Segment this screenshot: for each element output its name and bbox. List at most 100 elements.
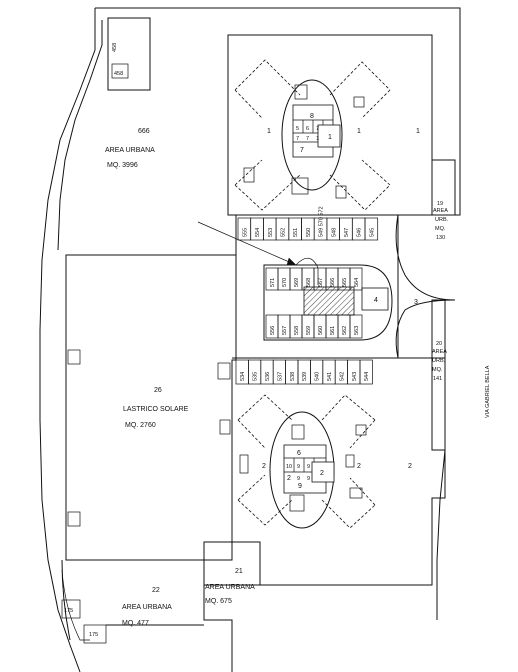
- parking-cell-label: 545: [369, 228, 375, 237]
- parking-cell: [349, 267, 363, 291]
- parking-cell-label: 568: [306, 278, 312, 287]
- area-20-l2: URB.: [432, 358, 446, 364]
- area-20-box: [431, 299, 446, 451]
- parking-cell-label: 534: [240, 372, 246, 381]
- parking-cell-label: 541: [327, 372, 333, 381]
- area-21-code: 21: [235, 568, 243, 575]
- parking-cell-label: 553: [268, 228, 274, 237]
- parking-cell-label: 571: [270, 278, 276, 287]
- area-20-l3: MQ.: [432, 367, 443, 373]
- south-unit-b: 9: [297, 464, 300, 470]
- parking-block: [235, 214, 399, 359]
- area-19-label: 19 AREA URB. MQ. 130: [433, 201, 449, 241]
- area-19-box: [431, 159, 456, 216]
- street-label: VIA GABRIEL BELLA: [485, 365, 491, 418]
- area-666-size: MQ. 3996: [107, 162, 138, 169]
- parking-row-mid-lower: 556 557 558 559 560 561 562 563: [265, 314, 363, 339]
- site-boundary: [39, 7, 461, 672]
- parking-cell-label: 552: [280, 228, 286, 237]
- parking-cell-label: 543: [352, 372, 358, 381]
- area-20-code: 20: [436, 341, 442, 347]
- south-wing-left: 2: [262, 463, 266, 470]
- south-unit-c: 9: [307, 464, 310, 470]
- stair-icon: [67, 349, 231, 527]
- area-19-l1: AREA: [433, 208, 448, 214]
- area-21-size: MQ. 675: [205, 598, 232, 605]
- parking-cell-label: 537: [277, 372, 283, 381]
- area-26-size: MQ. 2760: [125, 422, 156, 429]
- parking-cell-label: 556: [270, 326, 276, 335]
- north-building-labels: 1 1 8 5 6 7 7 7 1 1 7: [267, 113, 361, 154]
- parking-cell-label: 567: [318, 278, 324, 287]
- parking-cell-label: 550: [306, 228, 312, 237]
- area-22-box: [61, 559, 204, 644]
- south-unit-g: 2: [287, 475, 291, 482]
- south-building-labels: 2 2 6 10 9 9 9 9 2 2 9: [262, 450, 361, 490]
- area-21-box: [203, 541, 261, 672]
- parking-cell-label: 536: [265, 372, 271, 381]
- area-666-label: 666 AREA URBANA MQ. 3996: [105, 128, 155, 169]
- parking-cell-label: 554: [255, 228, 261, 237]
- parking-cell-label: 559: [306, 326, 312, 335]
- north-unit-g: 1: [328, 134, 332, 141]
- area-19-l3: MQ.: [435, 226, 446, 232]
- parking-cell-label: 569: [294, 278, 300, 287]
- south-unit-a: 10: [286, 464, 292, 470]
- parking-cell-label: 539: [302, 372, 308, 381]
- area-21-title: AREA URBANA: [205, 584, 255, 591]
- parking-cell-label: 555: [242, 228, 248, 237]
- area-21-label: 21 AREA URBANA MQ. 675: [205, 568, 255, 605]
- north-unit-c: 7: [316, 126, 319, 132]
- parking-cell-label: 547: [344, 228, 350, 237]
- area-26-label: 26 LASTRICO SOLARE MQ. 2760: [123, 387, 189, 429]
- area-22-label: 22 AREA URBANA MQ. 477: [122, 587, 172, 627]
- parking-cell-label: 542: [339, 372, 345, 381]
- south-unit-d: 9: [297, 476, 300, 482]
- parking-cell-label: 544: [364, 372, 370, 381]
- north-unit-8: 8: [310, 113, 314, 120]
- parking-cell-label: 549 570 572: [319, 206, 325, 237]
- parking-cell-label: 535: [253, 372, 259, 381]
- small-labels: 458 458 175 175 1 2 3 4: [64, 43, 420, 638]
- driveway: [395, 214, 456, 359]
- north-wing-left: 1: [267, 128, 271, 135]
- south-unit-6: 6: [297, 450, 301, 457]
- parking-cell-label: 558: [294, 326, 300, 335]
- parking-cell: [359, 359, 373, 385]
- north-unit-e: 7: [306, 136, 309, 142]
- parking-cell-label: 546: [357, 228, 363, 237]
- area-666-title: AREA URBANA: [105, 147, 155, 154]
- arrow-icon: [197, 221, 319, 285]
- north-unit-h: 7: [300, 147, 304, 154]
- area-666-code: 666: [138, 128, 150, 135]
- parking-cell-label: 565: [342, 278, 348, 287]
- area-26-code: 26: [154, 387, 162, 394]
- parcel-458: 458: [114, 71, 123, 77]
- parking-cell: [364, 217, 379, 241]
- south-unit-h: 9: [298, 483, 302, 490]
- area-19-l2: URB.: [435, 217, 449, 223]
- parking-cell-label: 566: [330, 278, 336, 287]
- inner-boundary: [57, 17, 151, 251]
- south-unit-f: 2: [320, 470, 324, 477]
- parking-cell-label: 562: [342, 326, 348, 335]
- north-building: [234, 59, 391, 211]
- parcel-175-b: 175: [89, 632, 98, 638]
- area-22-code: 22: [152, 587, 160, 594]
- sub-1-right: 1: [416, 128, 420, 135]
- parking-cell-label: 564: [354, 278, 360, 287]
- parking-cell: [349, 314, 363, 339]
- parking-cell-label: 563: [354, 326, 360, 335]
- sub-3: 3: [414, 299, 418, 306]
- parking-cell-label: 557: [282, 326, 288, 335]
- area-19-code: 19: [437, 201, 443, 207]
- north-unit-f: 1: [316, 136, 319, 142]
- parking-cell-label: 561: [330, 326, 336, 335]
- area-20-l1: AREA: [432, 349, 447, 355]
- south-unit-e: 9: [307, 476, 310, 482]
- parking-cell-label: 560: [318, 326, 324, 335]
- area-26-title: LASTRICO SOLARE: [123, 406, 189, 413]
